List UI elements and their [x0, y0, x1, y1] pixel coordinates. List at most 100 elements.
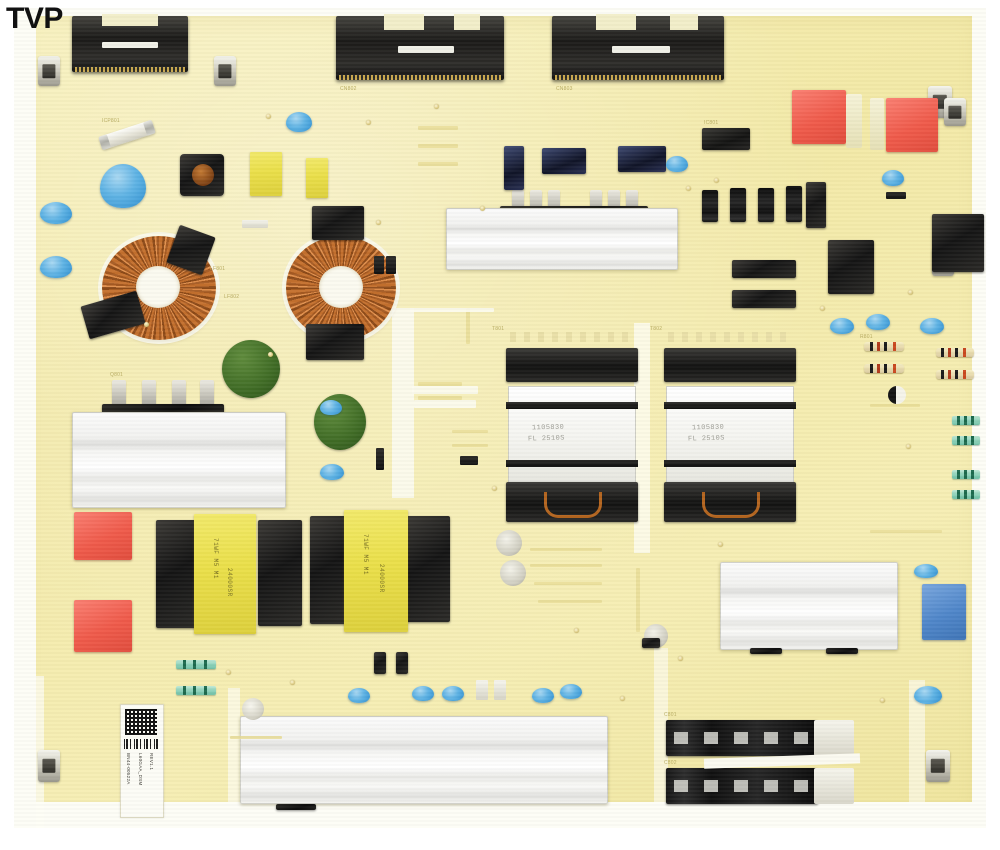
solder-pad — [266, 114, 271, 119]
electrolytic-cap-1-sleeve-end — [814, 720, 854, 756]
heatsink-bottom-pins — [276, 804, 316, 810]
fusible-band — [971, 416, 974, 425]
yellow-transformer-2-label-a: 71WF M5 M1 — [362, 534, 369, 576]
blue-electrolytic-upper-3 — [618, 146, 666, 172]
black-smd-row-2 — [732, 290, 796, 308]
toroid-core-hole — [319, 266, 363, 308]
trace-h-13 — [870, 530, 942, 533]
resistor-band — [948, 348, 951, 357]
blue-disc-capacitor-left-2 — [40, 256, 72, 278]
trace-h-14 — [230, 736, 282, 739]
heatsink-right-pins-1 — [750, 648, 782, 654]
blue-disc-capacitor-midright-2 — [866, 314, 890, 330]
standoff-near-red-caps — [944, 98, 966, 126]
standoff-bottom-left — [38, 750, 60, 782]
fusible-band — [971, 490, 974, 499]
to220-device-1 — [112, 380, 126, 406]
fusible-resistor-right-1 — [952, 416, 980, 425]
blue-disc-capacitor-right — [914, 564, 938, 578]
connector-notch — [102, 14, 158, 26]
smd-bottom-mid-2 — [396, 652, 408, 674]
heatsink-right-pins-2 — [826, 648, 858, 654]
resistor-band — [963, 348, 966, 357]
toroid2-clamp-bottom — [306, 324, 364, 360]
connector-cn801[interactable] — [72, 14, 188, 72]
smd-bottom-mid-4 — [494, 680, 506, 700]
resistor-band — [870, 364, 873, 373]
solder-pad — [714, 178, 719, 183]
smd-bottom-mid-1 — [374, 652, 386, 674]
resistor-band — [870, 342, 873, 351]
solder-pad — [366, 120, 371, 125]
diode-mid-center — [460, 456, 478, 465]
trace-h-1 — [418, 126, 458, 130]
barcode-text-1: BN44-00522A — [126, 753, 131, 785]
connector-cn802[interactable] — [336, 14, 504, 80]
black-smd-row-1 — [732, 260, 796, 278]
fusible-band — [964, 436, 967, 445]
silk-icp801: ICP801 — [102, 118, 120, 124]
silk-c802: C802 — [664, 760, 677, 766]
trace-h-9 — [530, 564, 602, 567]
connector-slot — [102, 42, 158, 48]
resistor-band — [941, 370, 944, 379]
blue-box-capacitor-right — [922, 584, 966, 640]
red-film-capacitor-top-1 — [792, 90, 846, 144]
silk-t802: T802 — [650, 326, 663, 332]
transformer-core-top — [506, 348, 638, 382]
fusible-band — [193, 686, 196, 695]
transistor-center-small — [376, 448, 384, 470]
connector-slot — [612, 46, 670, 53]
connector-pins — [555, 75, 721, 80]
diode-top-right — [886, 192, 906, 199]
blue-disc-capacitor-midright-3 — [920, 318, 944, 334]
transformer-label-line1: 1105830 — [691, 423, 725, 433]
silk-r801: R801 — [860, 334, 873, 340]
green-disc-capacitor-1 — [222, 340, 280, 398]
resistor-band — [893, 342, 896, 351]
fusible-band — [193, 660, 196, 669]
transformer-bobbin — [666, 386, 794, 484]
silk-t801: T801 — [492, 326, 505, 332]
resistor-band — [877, 364, 880, 373]
resistor-band — [884, 364, 887, 373]
resistor-band — [941, 348, 944, 357]
fusible-band — [204, 660, 207, 669]
transformer-t802: 1105830 FL 2510S — [664, 340, 796, 526]
red-film-capacitor-left-2 — [74, 600, 132, 652]
barcode-label: BN44-00522A L60GAA_DSM REV1.1 — [120, 704, 164, 818]
silk-lf802: LF802 — [224, 294, 240, 300]
standoff-top-left — [38, 56, 60, 86]
toroid-outer-ring — [98, 232, 220, 344]
heatsink-left-mount-bar — [102, 404, 224, 414]
electrolytic-cap-small-2 — [730, 188, 746, 222]
fusible-band — [957, 490, 960, 499]
resistor-band — [963, 370, 966, 379]
electrolytic-cap-stripe-1 — [674, 732, 810, 744]
solder-pad — [480, 206, 485, 211]
axial-resistor-4 — [936, 370, 974, 379]
heatsink-center-top — [446, 208, 678, 270]
watermark-tvp: TVP — [6, 2, 63, 35]
electrolytic-cap-small-4 — [786, 186, 802, 222]
resistor-band — [877, 342, 880, 351]
trace-h-4 — [418, 382, 462, 386]
axial-resistor-2 — [864, 364, 904, 373]
smd-bottom-mid-3 — [476, 680, 488, 700]
fusible-resistor-right-4 — [952, 490, 980, 499]
blue-disc-capacitor-left-1 — [40, 202, 72, 224]
yellow-transformer-1-label-b: 24000SR — [226, 568, 233, 597]
white-trace-2 — [414, 400, 476, 408]
silk-q801: Q801 — [110, 372, 124, 378]
transformer-bar-lower — [506, 460, 638, 467]
barcode-text-2: L60GAA_DSM — [138, 753, 143, 786]
solder-pad — [144, 322, 149, 327]
yellow-transformer-2 — [344, 510, 408, 632]
fusible-band — [971, 436, 974, 445]
connector-cn803[interactable] — [552, 14, 724, 80]
yellow-transformer-1-core-right — [258, 520, 302, 626]
to220-device-3 — [172, 380, 186, 406]
white-trace-3 — [410, 308, 494, 312]
electrolytic-cap-2-sleeve-end — [814, 768, 854, 804]
qr-code — [125, 709, 157, 735]
